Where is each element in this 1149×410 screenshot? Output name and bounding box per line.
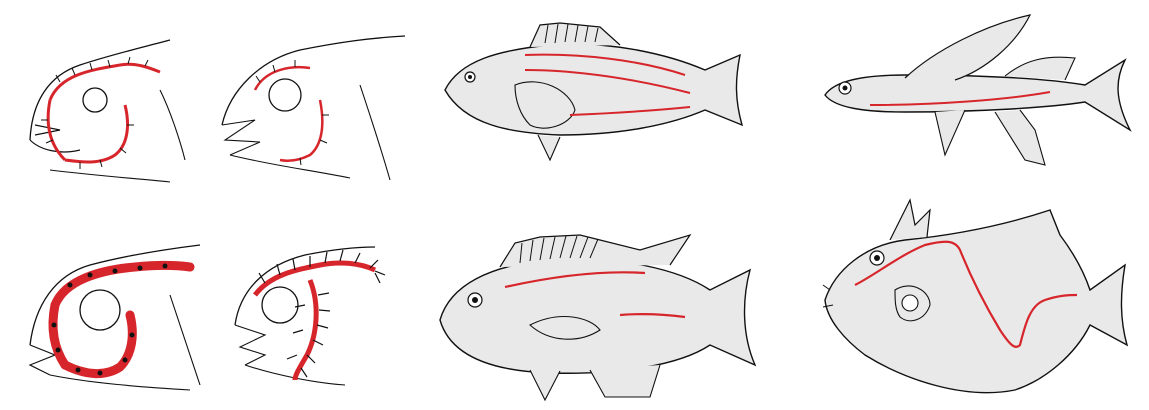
panel-cichlid-interrupted-line xyxy=(430,225,760,405)
fish-icon xyxy=(430,225,760,405)
flying-fish-icon xyxy=(815,10,1135,170)
triggerfish-icon xyxy=(815,195,1135,405)
fish-head-icon xyxy=(210,30,410,190)
panel-flying-fish xyxy=(815,10,1135,170)
fish-head-icon xyxy=(20,30,200,190)
fish-head-icon xyxy=(225,235,395,395)
panel-head-sparse-branched-canal xyxy=(210,30,410,190)
panel-fish-multiple-lateral-lines xyxy=(430,15,750,165)
fish-icon xyxy=(430,15,750,165)
panel-head-narrow-canal xyxy=(20,30,200,190)
panel-triggerfish-curved-line xyxy=(815,195,1135,405)
panel-head-highly-branched-canal xyxy=(225,235,395,395)
fish-head-icon xyxy=(20,235,210,400)
panel-head-widened-canal xyxy=(20,235,210,400)
